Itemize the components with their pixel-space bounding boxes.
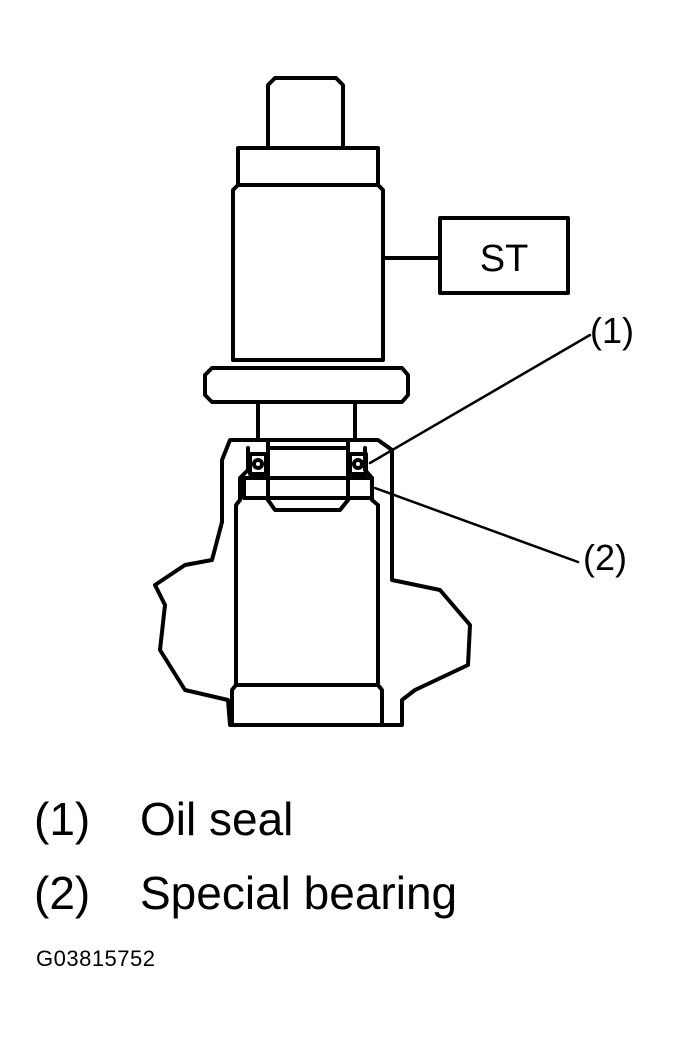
tool-body <box>231 183 385 362</box>
callout-2-leader <box>373 486 580 564</box>
callout-1-label: (1) <box>590 310 634 351</box>
legend-item: (2) Special bearing <box>34 870 457 916</box>
tool-top-shaft <box>266 76 345 150</box>
legend-label: Oil seal <box>140 793 294 845</box>
tool-pilot <box>266 438 350 502</box>
special-bearing <box>242 476 374 500</box>
st-label-box <box>438 216 570 295</box>
legend-label: Special bearing <box>140 867 458 919</box>
legend-item: (1) Oil seal <box>34 796 293 842</box>
figure-id: G03815752 <box>36 946 156 971</box>
legend-number: (1) <box>34 793 91 845</box>
callout-2-label: (2) <box>583 537 627 578</box>
st-label: ST <box>480 238 529 280</box>
bearing-installation-diagram: ST (1) (2) <box>153 76 634 727</box>
legend-number: (2) <box>34 867 91 919</box>
oil-seal-right <box>348 452 368 476</box>
housing-outline <box>153 438 472 727</box>
tool-lower-stem <box>256 400 357 442</box>
oil-seal-left <box>248 452 268 476</box>
tool-collar <box>236 146 380 187</box>
callout-1-leader <box>368 333 592 465</box>
housing-bore <box>230 446 250 727</box>
tool-flange <box>203 366 410 404</box>
